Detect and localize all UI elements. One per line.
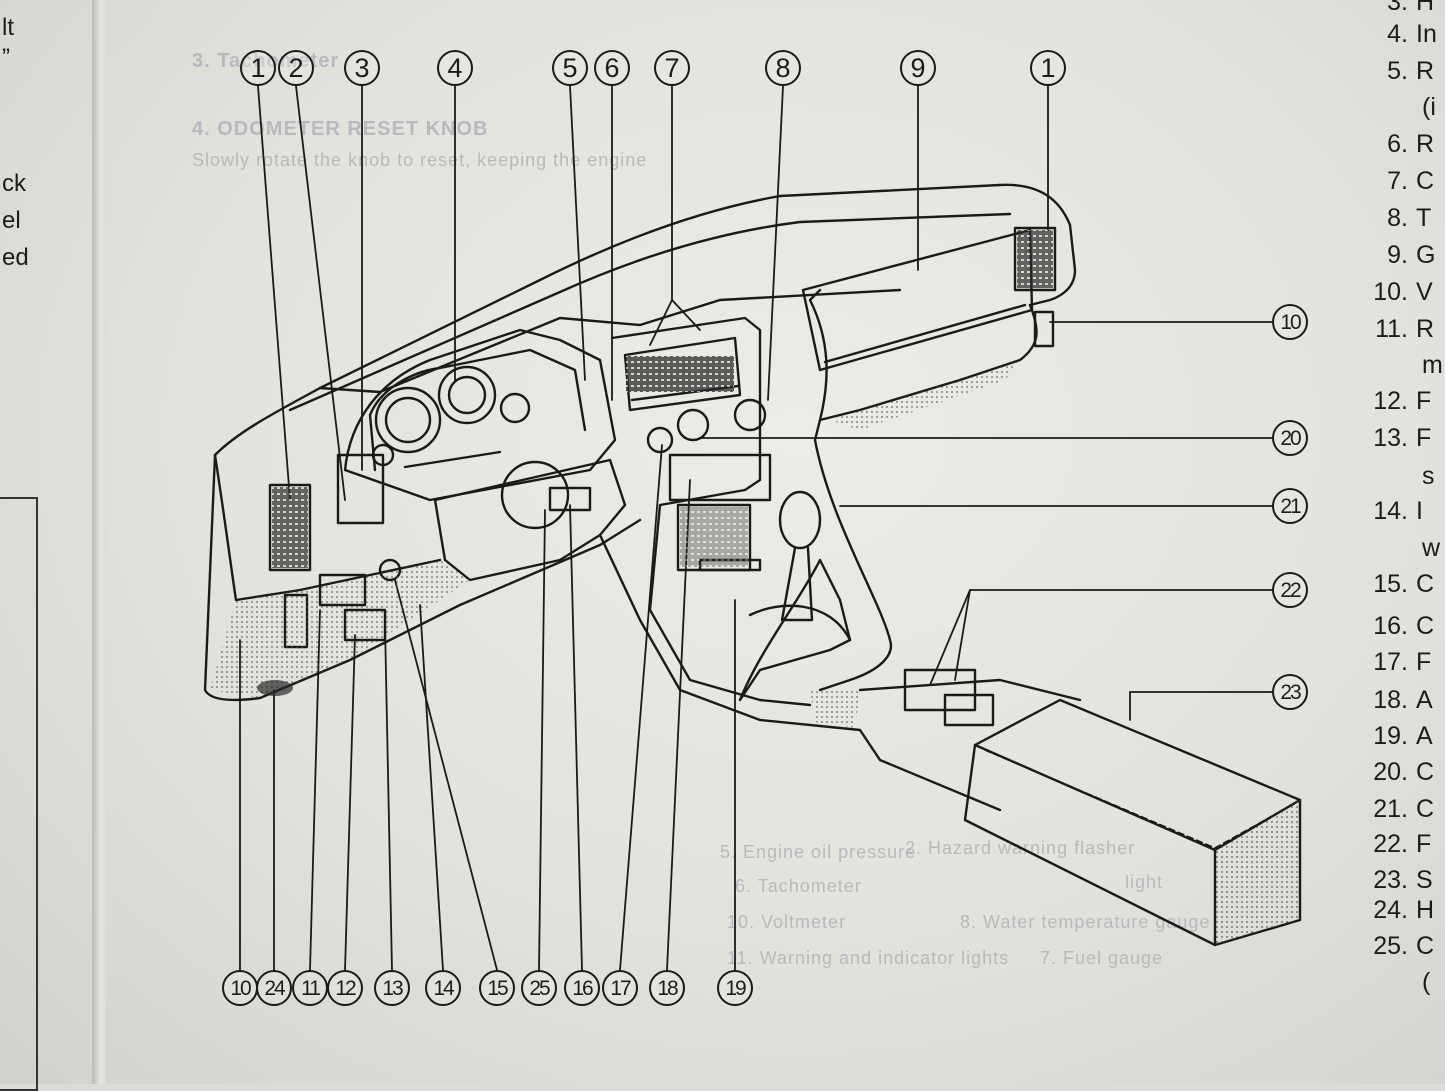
callout-17: 17 <box>602 970 638 1006</box>
callout-10-bottom: 10 <box>222 970 258 1006</box>
left-fragment: ed <box>2 244 29 271</box>
callout-11: 11 <box>292 970 328 1006</box>
legend-item: 5.R <box>1387 57 1435 85</box>
legend-item: 13.F <box>1373 424 1432 452</box>
legend-item-cont: (i <box>1422 93 1436 121</box>
legend-item: 6.R <box>1387 130 1435 158</box>
legend-item: 18.A <box>1373 686 1433 714</box>
ghost-caption: 11. Warning and indicator lights <box>727 948 1010 968</box>
ghost-caption: 7. Fuel gauge <box>1040 948 1164 968</box>
callout-2: 2 <box>278 50 314 86</box>
callout-9: 9 <box>900 50 936 86</box>
callout-7: 7 <box>654 50 690 86</box>
legend-item: 16.C <box>1373 612 1435 640</box>
left-fragment: ” <box>2 44 10 71</box>
callout-6: 6 <box>594 50 630 86</box>
ghost-heading: 4. ODOMETER RESET KNOB <box>192 118 489 140</box>
legend-item: 10.V <box>1373 278 1433 306</box>
legend-item: 4.In <box>1387 20 1437 48</box>
callout-21: 21 <box>1272 488 1308 524</box>
legend-item: 11.R <box>1375 315 1435 343</box>
ghost-caption: 10. Voltmeter <box>727 912 847 932</box>
legend-item: 12.F <box>1373 387 1432 415</box>
legend-item: 25.C <box>1373 932 1435 960</box>
legend-item: 8.T <box>1387 204 1432 232</box>
legend-item-cont: m <box>1422 351 1443 379</box>
callout-22: 22 <box>1272 572 1308 608</box>
left-fragment: lt <box>2 14 14 41</box>
ghost-caption: 5. Engine oil pressure <box>720 842 917 862</box>
callout-16: 16 <box>564 970 600 1006</box>
ghost-caption: light <box>1125 872 1164 892</box>
callout-13: 13 <box>374 970 410 1006</box>
page-fold <box>92 0 106 1084</box>
legend-item: 9.G <box>1387 241 1436 269</box>
callout-20: 20 <box>1272 420 1308 456</box>
legend-item: 7.C <box>1387 167 1435 195</box>
left-fragment: el <box>2 207 21 234</box>
legend-item: 21.C <box>1373 795 1435 823</box>
legend-item: 17.F <box>1373 648 1432 676</box>
legend-item-cont: ( <box>1422 968 1431 996</box>
callout-15: 15 <box>479 970 515 1006</box>
callout-25: 25 <box>521 970 557 1006</box>
legend-item: 20.C <box>1373 758 1435 786</box>
callout-10-right: 10 <box>1272 304 1308 340</box>
left-fragment: ck <box>2 170 26 197</box>
legend-item-cont: w <box>1422 534 1441 562</box>
callout-8: 8 <box>765 50 801 86</box>
legend-item: 23.S <box>1373 866 1433 894</box>
callout-1: 1 <box>240 50 276 86</box>
callout-1-right: 1 <box>1030 50 1066 86</box>
callout-23: 23 <box>1272 674 1308 710</box>
legend-item: 15.C <box>1373 570 1435 598</box>
legend-item: 22.F <box>1373 830 1432 858</box>
legend-item-cont: s <box>1422 462 1435 490</box>
callout-19: 19 <box>717 970 753 1006</box>
legend-item: 3.H <box>1387 0 1435 16</box>
legend-item: 14.I <box>1373 497 1423 525</box>
callout-5: 5 <box>552 50 588 86</box>
callout-12: 12 <box>327 970 363 1006</box>
ghost-caption: 8. Water temperature gauge <box>960 912 1211 932</box>
callout-3: 3 <box>344 50 380 86</box>
callout-18: 18 <box>649 970 685 1006</box>
callout-4: 4 <box>437 50 473 86</box>
legend-item: 24.H <box>1373 896 1435 924</box>
callout-24: 24 <box>256 970 292 1006</box>
callout-14: 14 <box>425 970 461 1006</box>
ghost-caption: 6. Tachometer <box>735 876 862 896</box>
legend-item: 19.A <box>1373 722 1433 750</box>
